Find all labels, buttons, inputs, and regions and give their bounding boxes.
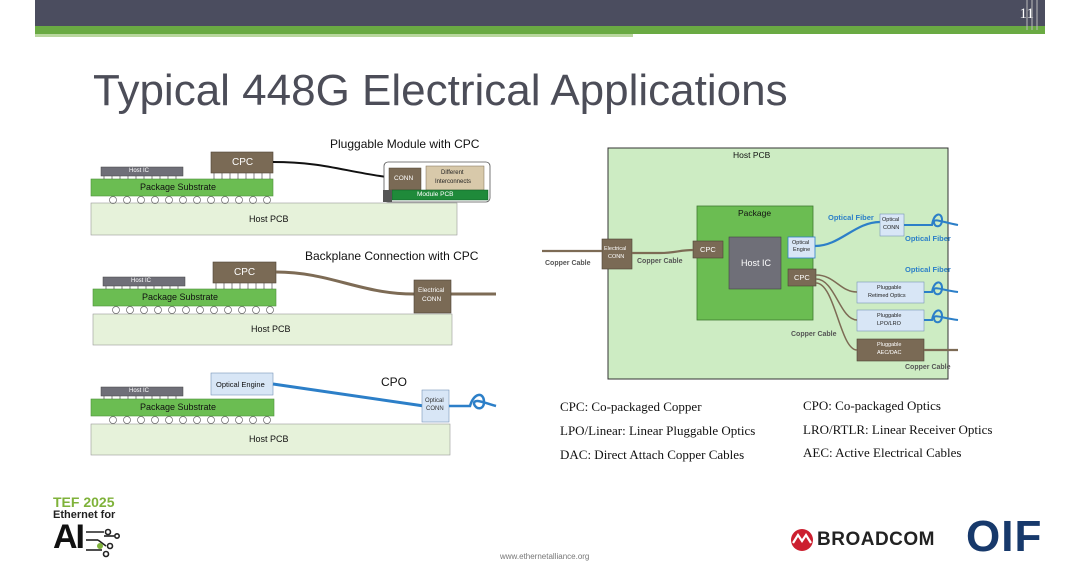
tef-circuit-icon: [86, 528, 120, 558]
copper-cable-inner: [632, 248, 694, 255]
right-cpc-right-label: CPC: [794, 273, 810, 282]
copper-to-retimed: [815, 274, 858, 293]
right-cpc-right: [787, 268, 817, 287]
cpc-1-label: CPC: [232, 157, 254, 168]
right-host-pcb-label: Host PCB: [733, 150, 771, 160]
copper-to-aec: [815, 282, 858, 351]
pluggable-diagram: [90, 151, 491, 236]
legend-dac: DAC: Direct Attach Copper Cables: [560, 447, 745, 462]
right-electrical-label-2: CONN: [608, 254, 625, 260]
header-bar: [35, 0, 1045, 26]
host-ic-3-label: Host IC: [129, 388, 150, 394]
backplane-diagram: [92, 261, 496, 346]
backplane-heading: Backplane Connection with CPC: [305, 249, 479, 263]
broadcom-logo-icon: [791, 529, 813, 551]
header-tick-marks: [1026, 0, 1038, 30]
fiber-right-1: [814, 220, 881, 248]
page-title: Typical 448G Electrical Applications: [93, 66, 788, 115]
right-optical-conn-label-2: CONN: [883, 225, 900, 231]
right-optical-conn-label-1: Optical: [882, 217, 900, 223]
copper-cable-inner-label: Copper Cable: [637, 258, 683, 265]
right-optical-engine: [787, 236, 816, 259]
legend-cpc: CPC: Co-packaged Copper: [560, 399, 702, 414]
host-ic-2: [102, 276, 186, 287]
cpo-diagram: [90, 372, 497, 456]
optical-fiber-label-1: Optical Fiber: [828, 213, 874, 222]
interconnects-label: Interconnects: [435, 179, 472, 185]
electrical-conn-2: [413, 279, 452, 314]
different-label: Different: [441, 170, 464, 176]
host-pcb-2-label: Host PCB: [251, 324, 291, 334]
right-electrical-label-1: Electrical: [604, 246, 627, 252]
pluggable-aec-label-1: Pluggable: [877, 342, 902, 348]
optical-engine-3-label: Optical Engine: [216, 380, 265, 389]
cpc-2-label: CPC: [234, 267, 256, 278]
pluggable-retimed-label-1: Pluggable: [877, 285, 902, 291]
pluggable-aec-label-2: AEC/DAC: [877, 350, 902, 356]
conn-label-2: CONN: [422, 296, 442, 303]
pluggable-lpo-label-1: Pluggable: [877, 313, 902, 319]
host-ic-1: [100, 166, 184, 177]
copper-cable-outer-label: Copper Cable: [545, 260, 591, 267]
right-host-ic: [728, 236, 782, 290]
host-pcb-3-label: Host PCB: [249, 434, 289, 444]
conn-label: CONN: [394, 175, 414, 182]
fiber-loop-right-1: [904, 213, 959, 228]
conn-label-3: CONN: [426, 406, 444, 412]
host-pcb-1: [90, 202, 458, 236]
right-cpc-left-label: CPC: [700, 245, 716, 254]
electrical-label-2: Electrical: [418, 287, 445, 294]
optical-fiber-label-3: Optical Fiber: [905, 265, 951, 274]
fiber-loop-lpo: [924, 309, 959, 324]
host-pcb-2: [92, 313, 453, 346]
package-substrate-2-label: Package Substrate: [142, 292, 219, 302]
solder-balls-1: [109, 196, 271, 204]
legend-cpo: CPO: Co-packaged Optics: [803, 398, 941, 413]
fiber-loop-retimed: [924, 281, 959, 296]
tef-logo-line1: TEF 2025: [53, 494, 115, 510]
copper-to-lpo: [815, 278, 858, 321]
tef-logo-ai: AI: [53, 518, 85, 556]
package-substrate-1: [90, 178, 274, 197]
copper-cable-right-label: Copper Cable: [905, 364, 951, 371]
broadcom-logo-text: BROADCOM: [817, 529, 935, 550]
pluggable-lpo-label-2: LPO/LRO: [877, 321, 901, 327]
package-substrate-3: [90, 398, 275, 417]
copper-cable-2: [275, 270, 496, 296]
different-interconnects-box: [425, 165, 485, 191]
oif-logo: OIF: [966, 512, 1043, 561]
header-accent-underline: [35, 34, 633, 37]
module-pcb-label: Module PCB: [417, 191, 454, 198]
tef-logo-line2: Ethernet for: [53, 509, 116, 521]
optical-label-3: Optical: [425, 398, 444, 404]
cpc-cable-1: [272, 161, 393, 179]
package-substrate-2: [92, 288, 277, 307]
footer-url: www.ethernetalliance.org: [500, 552, 590, 561]
header-accent-bar: [35, 26, 1045, 34]
copper-cable-lower-label: Copper Cable: [791, 331, 837, 338]
host-ic-2-label: Host IC: [131, 278, 152, 284]
host-ic-3: [100, 386, 184, 397]
package-substrate-1-label: Package Substrate: [140, 182, 217, 192]
host-pcb-1-label: Host PCB: [249, 214, 289, 224]
optical-fiber-label-2: Optical Fiber: [905, 234, 951, 243]
cpo-heading: CPO: [381, 375, 408, 389]
pluggable-heading: Pluggable Module with CPC: [330, 137, 480, 151]
right-host-ic-label: Host IC: [741, 258, 772, 268]
right-package-label: Package: [738, 208, 772, 218]
legend-lpo: LPO/Linear: Linear Pluggable Optics: [560, 423, 756, 438]
right-optical-engine-label-2: Engine: [793, 247, 811, 253]
host-pcb-3: [90, 423, 451, 456]
legend-lro: LRO/RTLR: Linear Receiver Optics: [803, 422, 993, 437]
pluggable-retimed-label-2: Retimed Optics: [868, 293, 906, 299]
module-latch: [383, 190, 392, 202]
fiber-3: [272, 382, 425, 408]
fiber-loop-3: [449, 393, 497, 410]
package-substrate-3-label: Package Substrate: [140, 402, 217, 412]
host-ic-1-label: Host IC: [129, 168, 150, 174]
right-optical-engine-label-1: Optical: [792, 240, 810, 246]
legend-aec: AEC: Active Electrical Cables: [803, 445, 962, 460]
